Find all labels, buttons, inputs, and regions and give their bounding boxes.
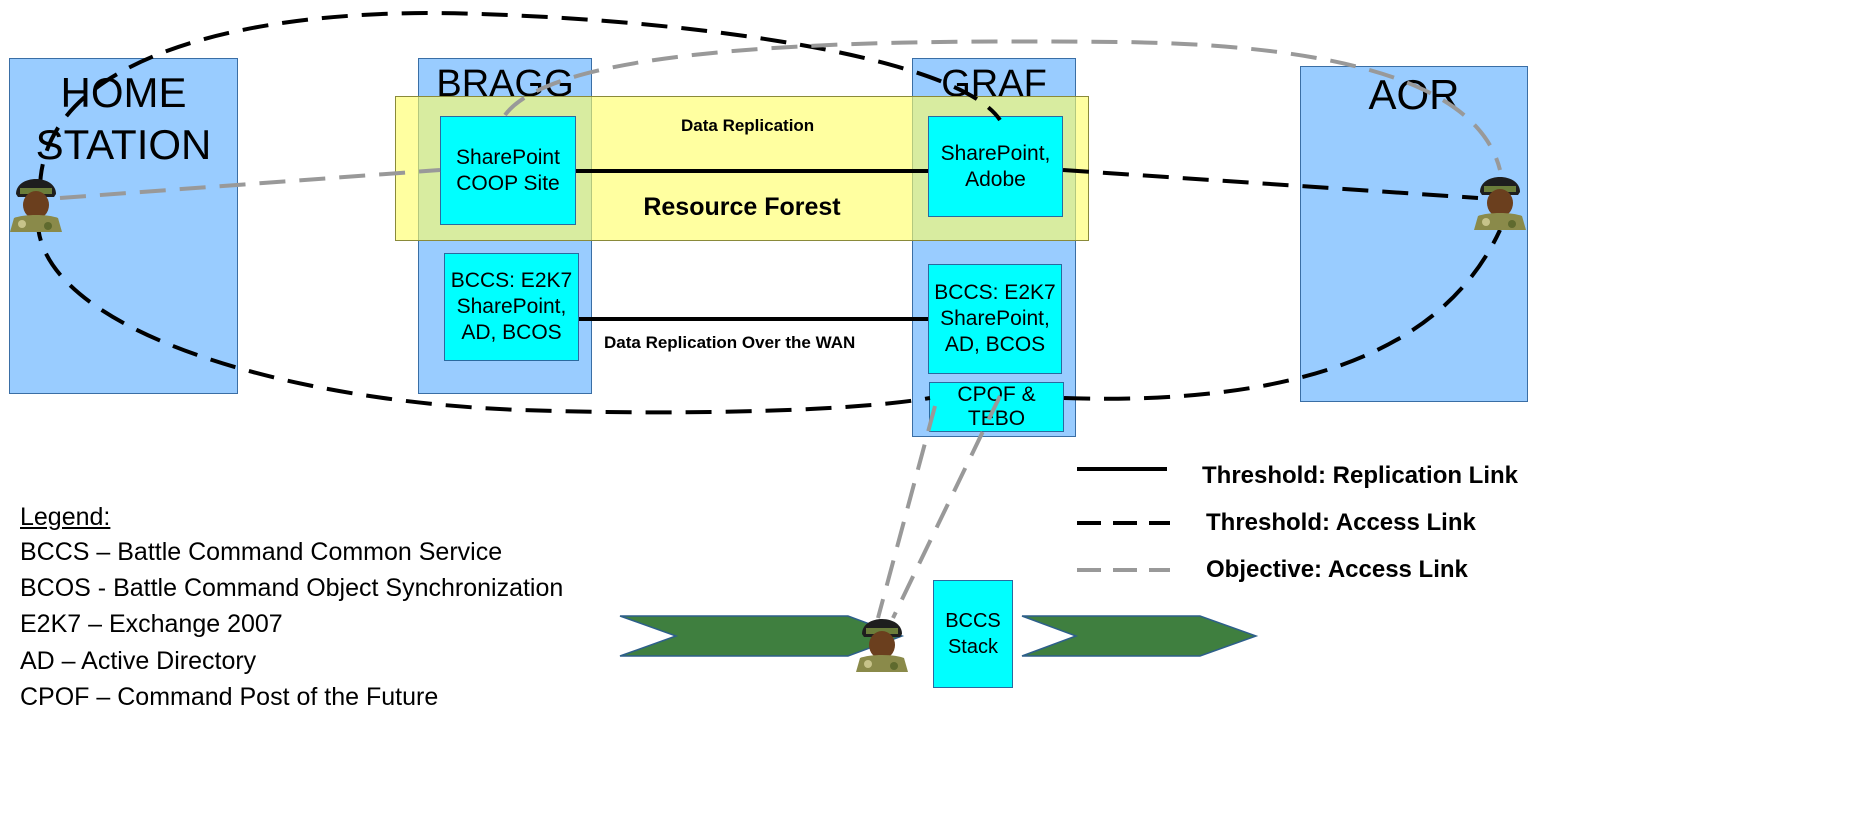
bragg-bccs-box: BCCS: E2K7 SharePoint, AD, BCOS [444,253,579,361]
bccs-stack-box: BCCS Stack [933,580,1013,688]
legend-item: CPOF – Command Post of the Future [20,683,439,711]
graf-sharepoint-adobe-box: SharePoint, Adobe [928,116,1063,217]
legend-item: BCCS – Battle Command Common Service [20,538,503,566]
graf-cpof-tebo-box: CPOF & TEBO [929,382,1064,432]
key-label-threshold-access: Threshold: Access Link [1206,509,1476,536]
key-label-objective-access: Objective: Access Link [1206,556,1468,583]
home-station-title: HOME STATION [35,69,212,168]
data-replication-wan-label: Data Replication Over the WAN [604,333,856,352]
objective-access-graf-left [876,405,937,619]
legend-title: Legend: [20,503,111,531]
legend-item: E2K7 – Exchange 2007 [20,610,283,638]
legend-item: BCOS - Battle Command Object Synchroniza… [20,574,564,602]
data-replication-label: Data Replication [681,116,815,135]
flow-arrow-right [1021,615,1259,657]
bragg-sharepoint-coop-box: SharePoint COOP Site [440,116,576,225]
graf-bccs-box: BCCS: E2K7 SharePoint, AD, BCOS [928,264,1062,374]
aor-site: AOR [1300,66,1528,402]
soldier-aor-icon [1474,177,1526,230]
aor-title: AOR [1368,71,1460,118]
soldier-home-icon [10,179,62,232]
soldier-field-icon [856,619,908,672]
legend-item: AD – Active Directory [20,647,257,675]
key-label-replication: Threshold: Replication Link [1202,462,1519,489]
